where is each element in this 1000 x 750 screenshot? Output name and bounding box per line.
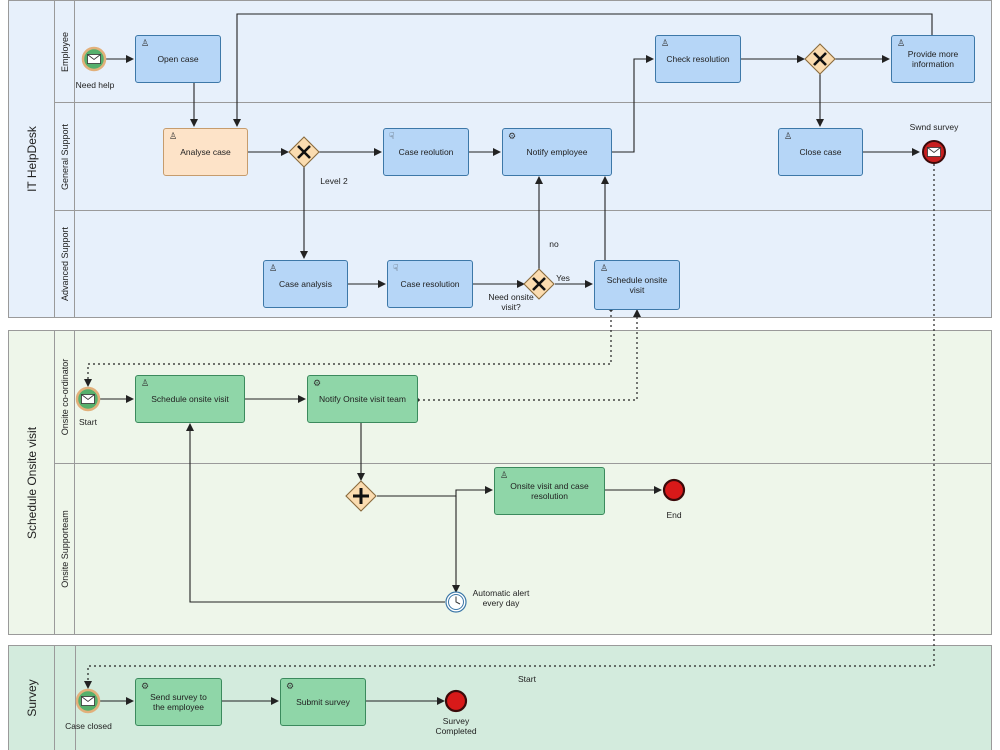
gateway-need-onsite[interactable] <box>523 268 555 300</box>
label-automatic-alert: Automatic alert every day <box>472 588 530 608</box>
task-case-resolution[interactable]: ☟ Case resolution <box>387 260 473 308</box>
task-case-reolution[interactable]: ☟ Case reolution <box>383 128 469 176</box>
user-icon: ♙ <box>269 263 278 273</box>
task-label: Send survey to the employee <box>150 692 207 712</box>
task-notify-employee[interactable]: ⚙ Notify employee <box>502 128 612 176</box>
x-gateway-icon <box>532 277 546 291</box>
label-level-2: Level 2 <box>320 176 348 186</box>
end-event-survey-completed[interactable] <box>444 689 468 713</box>
task-submit-survey[interactable]: ⚙ Submit survey <box>280 678 366 726</box>
label-end: End <box>666 510 682 520</box>
user-icon: ♙ <box>661 38 670 48</box>
lane-onsite-supportteam: Onsite Supporteam <box>55 464 991 634</box>
task-label: Notify Onsite visit team <box>319 394 406 404</box>
gear-icon: ⚙ <box>313 378 322 388</box>
timer-event-automatic-alert[interactable] <box>445 591 467 613</box>
task-case-analysis[interactable]: ♙ Case analysis <box>263 260 348 308</box>
x-gateway-icon <box>297 145 311 159</box>
user-icon: ♙ <box>784 131 793 141</box>
task-label: Case reolution <box>398 147 454 157</box>
label-send-survey: Swnd survey <box>909 122 959 132</box>
task-label: Schedule onsite visit <box>606 275 668 295</box>
task-label: Notify employee <box>526 147 588 157</box>
message-flow-schedule-start <box>84 310 612 387</box>
pool-label: IT HelpDesk <box>9 1 55 317</box>
message-flow-survey-start <box>84 164 935 689</box>
task-label: Case analysis <box>279 279 332 289</box>
user-icon: ♙ <box>169 131 178 141</box>
lane-employee: Employee <box>55 1 991 103</box>
hand-icon: ☟ <box>389 131 395 141</box>
task-onsite-visit-resolution[interactable]: ♙ Onsite visit and case resolution <box>494 467 605 515</box>
task-open-case[interactable]: ♙ Open case <box>135 35 221 83</box>
user-icon: ♙ <box>141 378 150 388</box>
label-start-onsite: Start <box>79 417 97 427</box>
user-icon: ♙ <box>600 263 609 273</box>
label-start-survey: Start <box>518 674 536 684</box>
task-analyse-case[interactable]: ♙ Analyse case <box>163 128 248 176</box>
x-gateway-icon <box>813 52 827 66</box>
label-need-onsite-visit: Need onsite visit? <box>488 292 534 312</box>
task-label: Case resolution <box>400 279 460 289</box>
start-event-onsite[interactable] <box>75 386 101 412</box>
end-event-onsite[interactable] <box>662 478 686 502</box>
task-label: Submit survey <box>296 697 350 707</box>
label-case-closed: Case closed <box>65 721 112 731</box>
task-label: Close case <box>799 147 842 157</box>
task-label: Onsite visit and case resolution <box>510 481 589 501</box>
lane-general-support: General Support <box>55 103 991 211</box>
task-notify-onsite-team[interactable]: ⚙ Notify Onsite visit team <box>307 375 418 423</box>
task-label: Open case <box>157 54 199 64</box>
user-icon: ♙ <box>897 38 906 48</box>
label-survey-completed: Survey Completed <box>435 716 477 736</box>
task-schedule-onsite-visit-it[interactable]: ♙ Schedule onsite visit <box>594 260 680 310</box>
gear-icon: ⚙ <box>508 131 517 141</box>
task-send-survey[interactable]: ⚙ Send survey to the employee <box>135 678 222 726</box>
gateway-check[interactable] <box>804 43 836 75</box>
clock-icon <box>455 596 461 605</box>
lane-onsite-coordinator: Onsite co-ordinator <box>55 331 991 464</box>
flow-gw-onsitevisit <box>377 486 493 497</box>
start-event-case-closed[interactable] <box>75 688 101 714</box>
task-label: Schedule onsite visit <box>151 394 229 404</box>
task-label: Provide more information <box>907 49 959 69</box>
task-check-resolution[interactable]: ♙ Check resolution <box>655 35 741 83</box>
user-icon: ♙ <box>141 38 150 48</box>
flow-timer-back <box>186 423 445 603</box>
task-close-case[interactable]: ♙ Close case <box>778 128 863 176</box>
hand-icon: ☟ <box>393 263 399 273</box>
user-icon: ♙ <box>500 470 509 480</box>
gear-icon: ⚙ <box>141 681 150 691</box>
task-label: Check resolution <box>666 54 730 64</box>
start-event-need-help[interactable] <box>81 46 107 72</box>
gear-icon: ⚙ <box>286 681 295 691</box>
label-no: no <box>549 239 559 249</box>
flow-notify-check <box>612 55 654 153</box>
label-yes: Yes <box>556 273 570 283</box>
gateway-parallel[interactable] <box>345 480 377 512</box>
gateway-level[interactable] <box>288 136 320 168</box>
task-provide-more-information[interactable]: ♙ Provide more information <box>891 35 975 83</box>
flow-provide-back <box>233 13 933 127</box>
plus-gateway-icon <box>353 488 369 504</box>
task-schedule-onsite-visit[interactable]: ♙ Schedule onsite visit <box>135 375 245 423</box>
label-need-help: Need help <box>75 80 115 90</box>
task-label: Analyse case <box>180 147 231 157</box>
end-event-send-survey[interactable] <box>922 140 946 164</box>
lane-advanced-support: Advanced Support <box>55 211 991 317</box>
